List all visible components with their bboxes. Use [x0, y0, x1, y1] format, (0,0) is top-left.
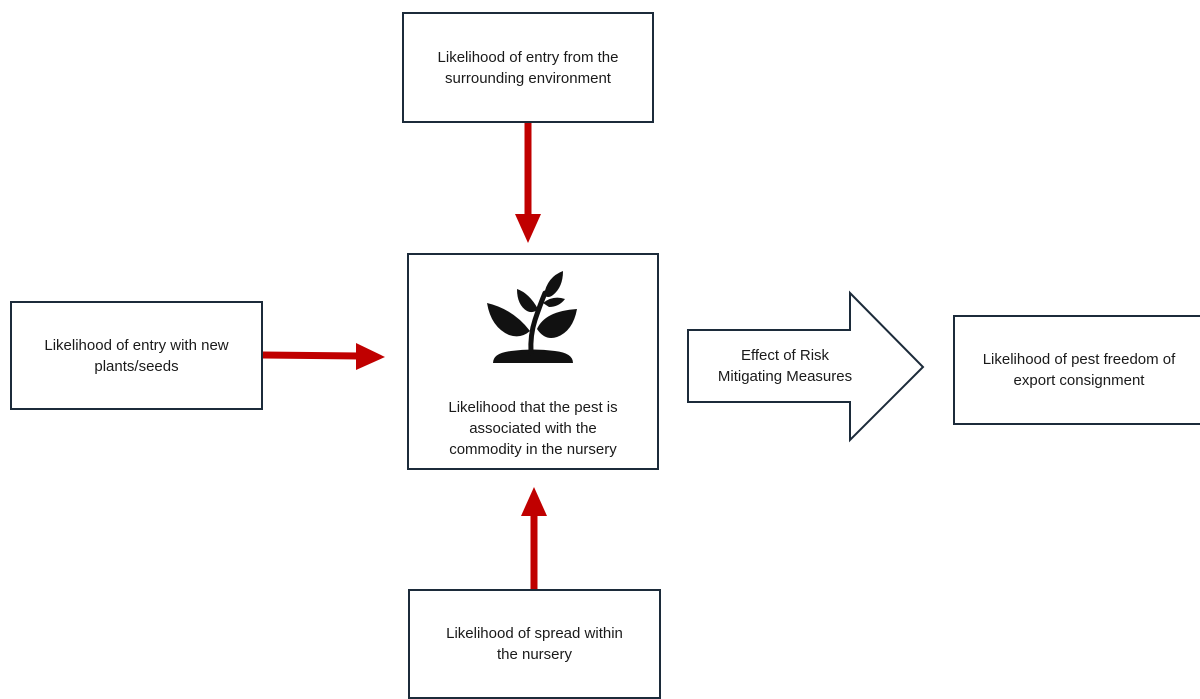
- arrow-spread-within-nursery: [521, 487, 547, 589]
- arrow-entry-new-plants: [262, 343, 385, 370]
- node-label: Likelihood of entry with new plants/seed…: [44, 336, 229, 375]
- node-spread-within-nursery: Likelihood of spread within the nursery: [408, 589, 661, 699]
- node-label: Likelihood of spread within the nursery: [446, 625, 623, 663]
- arrow-entry-environment: [515, 123, 541, 243]
- node-entry-new-plants: Likelihood of entry with new plants/seed…: [10, 301, 263, 410]
- node-pest-freedom-export: Likelihood of pest freedom of export con…: [953, 315, 1200, 425]
- plant-icon: [487, 271, 577, 363]
- risk-mitigation-label: Effect of Risk Mitigating Measures: [717, 347, 853, 385]
- node-entry-surrounding-environment: Likelihood of entry from the surrounding…: [402, 12, 654, 123]
- node-label: Likelihood of pest freedom of export con…: [982, 351, 1176, 389]
- node-pest-associated-commodity: Likelihood that the pest is associated w…: [407, 253, 659, 470]
- node-label: Likelihood that the pest is associated w…: [448, 399, 618, 458]
- node-label: Likelihood of entry from the surrounding…: [437, 48, 619, 87]
